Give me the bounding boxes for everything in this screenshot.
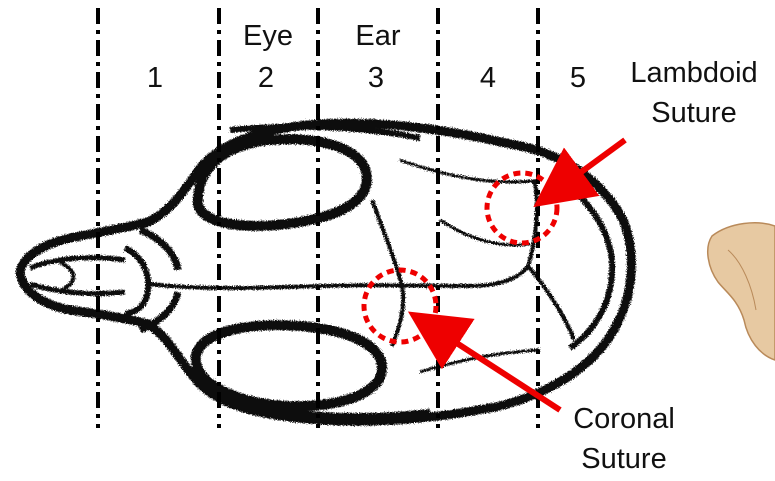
segment-labels: 1 2 Eye 3 Ear 4 5 (147, 20, 586, 94)
lower-orbit (196, 325, 382, 406)
segment-number-1: 1 (147, 62, 163, 94)
lambdoid-label-line2: Suture (651, 97, 736, 129)
coronal-label-line1: Coronal (573, 403, 675, 435)
segment-number-2: 2 (258, 62, 274, 94)
lambdoid-label-line1: Lambdoid (630, 57, 757, 89)
coronal-label-line2: Suture (581, 443, 666, 475)
landmark-label-ear: Ear (355, 20, 400, 52)
inset-illustration (708, 223, 775, 360)
upper-orbit (198, 139, 367, 226)
inset-bone-shape (708, 223, 775, 360)
segment-number-4: 4 (480, 62, 496, 94)
segment-number-3: 3 (368, 62, 384, 94)
landmark-label-eye: Eye (243, 20, 293, 52)
segment-number-5: 5 (570, 62, 586, 94)
